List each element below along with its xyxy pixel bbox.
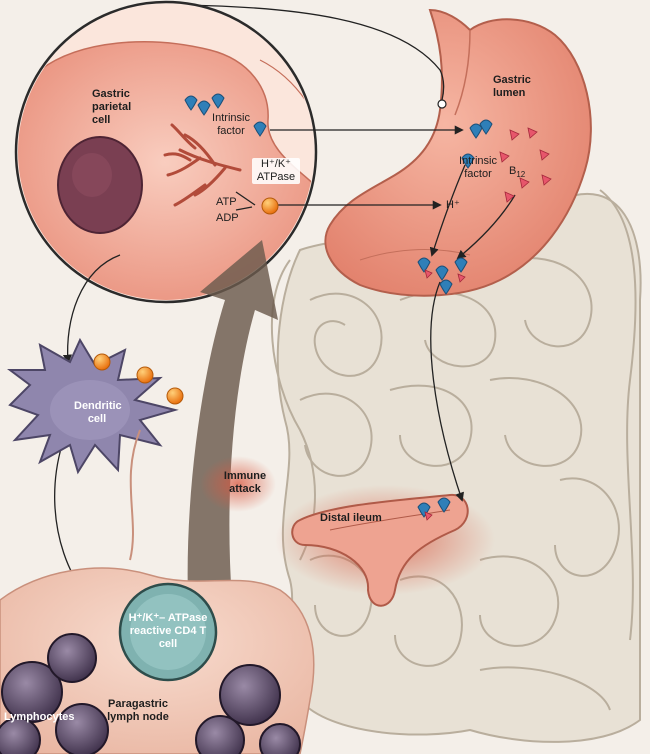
zoom-connector (159, 4, 445, 101)
label-lymph-node: Paragastric lymph node (107, 698, 169, 723)
label-gastric-parietal-cell: Gastric parietal cell (92, 88, 132, 126)
lymphocyte-icon (0, 633, 301, 754)
t-cell (118, 582, 218, 682)
distal-ileum (275, 485, 495, 607)
label-hk-atpase: H⁺/K⁺ ATPase (252, 158, 300, 184)
label-intrinsic-factor-lumen: Intrinsic factor (459, 155, 497, 180)
label-intrinsic-factor-cell: Intrinsic factor (212, 112, 250, 137)
intrinsic-factor-icon (184, 93, 493, 518)
parietal-cell-magnified (14, 0, 318, 304)
label-lymphocytes: Lymphocytes (4, 711, 75, 723)
small-intestine (270, 189, 642, 743)
label-b12-letter: B (509, 165, 517, 177)
stomach (324, 8, 592, 297)
label-gastric-lumen: Gastric lumen (493, 74, 531, 99)
label-atp: ATP (216, 196, 237, 208)
label-immune-attack: Immune attack (223, 470, 267, 495)
label-t-cell: H⁺/K⁺– ATPase reactive CD4 T cell (128, 612, 208, 650)
label-b12-subscript: 12 (516, 170, 526, 180)
immune-attack-arrow (187, 240, 278, 600)
dendritic-cell (7, 337, 179, 475)
label-b12: B12 (509, 165, 525, 181)
b12-icon (424, 127, 552, 521)
label-h-plus: H⁺ (446, 199, 460, 211)
antigen-dot-icon (93, 197, 279, 405)
label-dendritic-cell: Dendritic cell (74, 400, 122, 425)
label-adp: ADP (216, 212, 239, 224)
label-distal-ileum: Distal ileum (320, 512, 382, 524)
